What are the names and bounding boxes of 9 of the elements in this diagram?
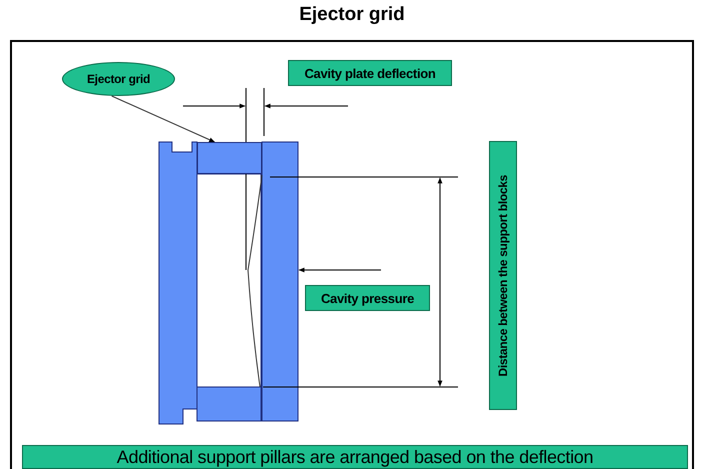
label-box: [489, 141, 517, 410]
note-box: Additional support pillars are arranged based on the deflection: [22, 445, 688, 469]
callout-ellipse: Ejector grid: [62, 62, 175, 96]
leader-line: [111, 96, 216, 142]
ejector-grid-block: [197, 142, 262, 174]
label-text: Distance between the support blocks: [496, 174, 510, 376]
label-box: Cavity pressure: [305, 285, 430, 311]
label-box: Cavity plate deflection: [288, 60, 452, 86]
diagram-title: Ejector grid: [298, 4, 406, 26]
